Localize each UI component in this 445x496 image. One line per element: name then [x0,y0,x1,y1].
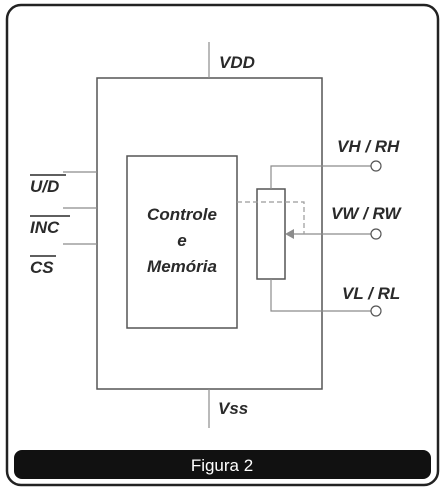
vl-wire [270,279,371,312]
vdd-label: VDD [219,53,255,72]
vl-label: VL / RL [342,284,400,303]
block-label-line1: Controle [147,205,217,224]
vh-wire [270,165,371,189]
ud-label: U/D [30,177,59,196]
block-label-line3: Memória [147,257,217,276]
inc-label: INC [30,218,60,237]
outer-frame [5,3,440,487]
block-label-line2: e [177,231,186,250]
vl-terminal [370,305,382,317]
vss-label: Vss [218,399,248,418]
vw-label: VW / RW [331,204,403,223]
control-memory-block [126,155,238,329]
caption-bar [14,450,431,479]
figure-caption: Figura 2 [191,456,253,475]
wiper-control-dashed-line [237,201,305,234]
vw-terminal [370,228,382,240]
vh-label: VH / RH [337,137,400,156]
vh-terminal [370,160,382,172]
cs-label: CS [30,258,54,277]
wiper-arrow-icon [285,229,294,239]
